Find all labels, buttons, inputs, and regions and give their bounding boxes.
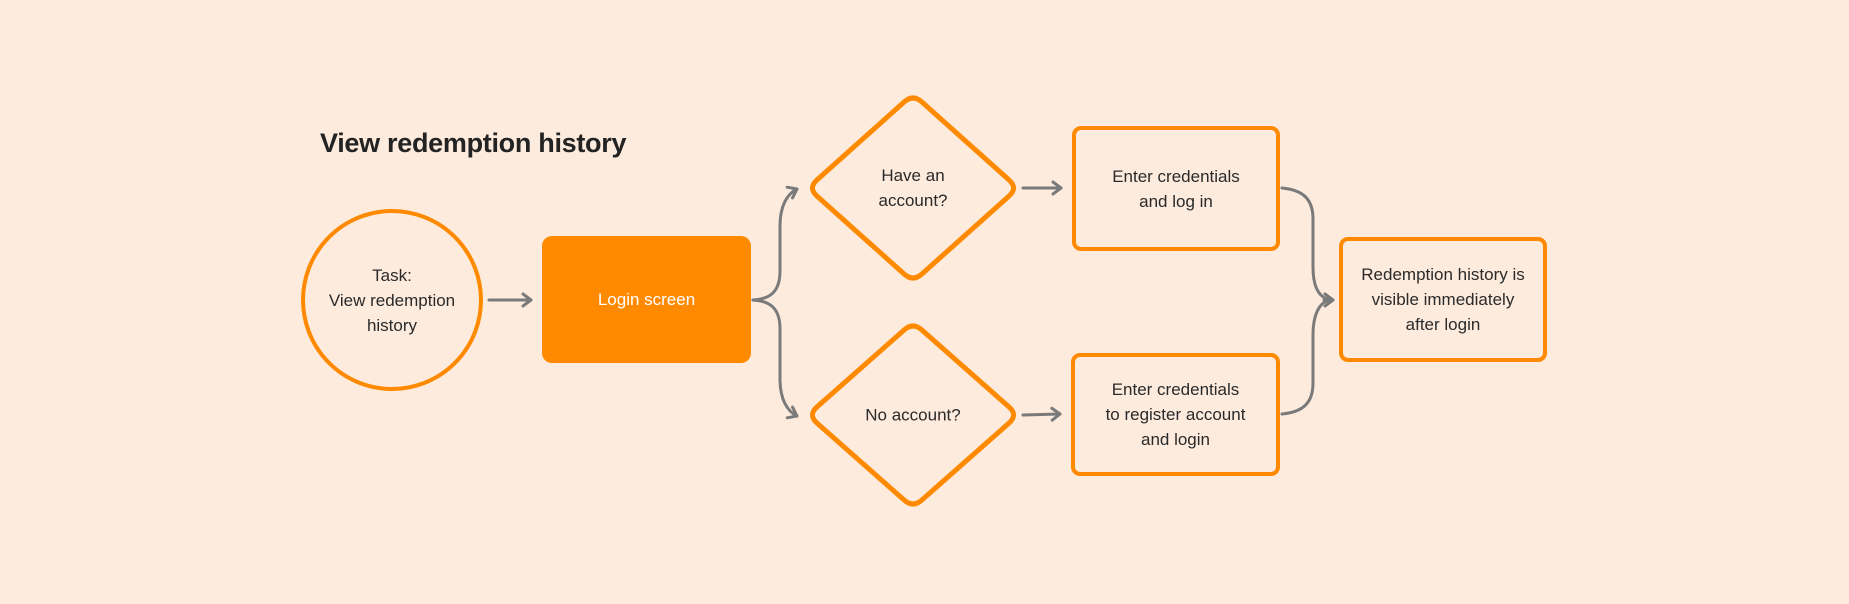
node-login-screen[interactable]: Login screen: [542, 236, 751, 363]
decision-no-account-shape[interactable]: [809, 323, 1017, 507]
connector-login-to-no-account: [751, 298, 799, 420]
node-have-account-label: Have an account?: [878, 166, 948, 210]
connector-login-to-have-account: [751, 185, 799, 302]
node-enter-credentials-register[interactable]: Enter credentials to register account an…: [1071, 353, 1280, 476]
node-task-start-label: Task: View redemption history: [328, 265, 456, 335]
node-redemption-visible[interactable]: Redemption history is visible immediatel…: [1339, 237, 1547, 362]
node-login-screen-label: Login screen: [597, 290, 696, 309]
decision-have-account-shape[interactable]: [809, 95, 1017, 281]
diagram-title[interactable]: View redemption history: [320, 128, 627, 158]
node-enter-credentials-register-label: Enter credentials to register account an…: [1105, 380, 1246, 449]
connector-no-account-to-enter-register: [1021, 406, 1062, 422]
node-redemption-visible-label: Redemption history is visible immediatel…: [1361, 265, 1525, 334]
connector-enter-register-to-result: [1280, 299, 1329, 416]
node-task-start[interactable]: Task: View redemption history: [301, 209, 483, 391]
node-no-account-label: No account?: [865, 405, 961, 425]
node-enter-credentials-login-label: Enter credentials and log in: [1112, 166, 1240, 211]
connector-enter-login-to-result: [1280, 186, 1329, 301]
node-enter-credentials-login[interactable]: Enter credentials and log in: [1072, 126, 1280, 251]
